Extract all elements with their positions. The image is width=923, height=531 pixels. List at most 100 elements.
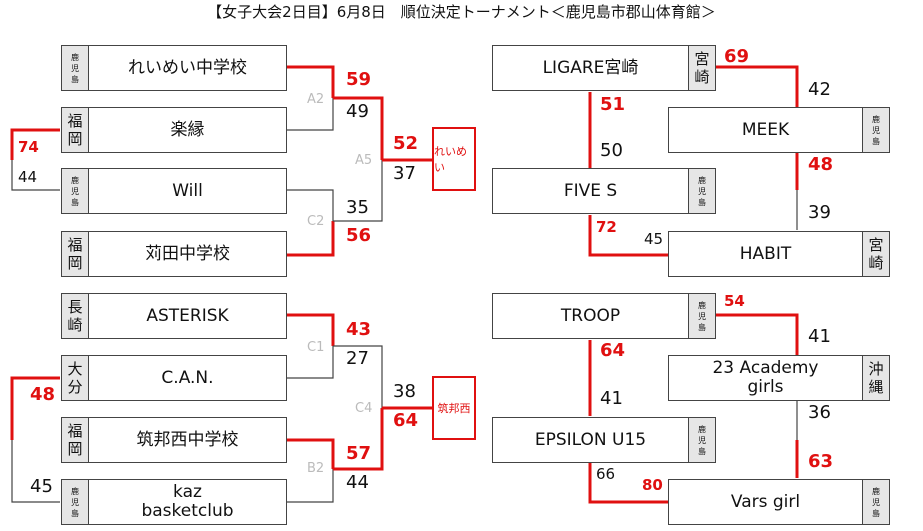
line-t3 <box>287 189 334 221</box>
score: 49 <box>346 101 369 122</box>
score: 64 <box>393 410 419 431</box>
score: 42 <box>808 79 831 100</box>
score: 45 <box>644 230 664 248</box>
pref-badge: 鹿児島 <box>62 169 89 213</box>
score: 50 <box>600 140 623 161</box>
line-t5 <box>287 313 335 346</box>
line-far-t6 <box>10 376 60 440</box>
score: 54 <box>724 292 745 310</box>
match-label: B2 <box>307 461 325 476</box>
team-box: 福岡 筑邦西中学校 <box>61 417 287 463</box>
pref-badge: 鹿児島 <box>688 418 715 462</box>
pref-badge: 宮崎 <box>688 46 715 90</box>
match-label: C1 <box>307 340 325 355</box>
score: 41 <box>600 388 623 409</box>
score: 74 <box>18 138 39 156</box>
team-box: 鹿児島 Vars girl <box>668 479 890 525</box>
score: 56 <box>346 225 372 246</box>
pref-badge: 宮崎 <box>862 232 889 276</box>
pref-badge: 福岡 <box>62 232 89 276</box>
score: 36 <box>808 402 831 423</box>
team-name: Will <box>172 180 203 201</box>
pref-badge: 鹿児島 <box>62 46 89 90</box>
line-t15-down <box>588 463 668 504</box>
pref-badge: 福岡 <box>62 108 89 152</box>
line-t9 <box>716 65 799 107</box>
line-far-t2 <box>10 128 60 160</box>
line-t2 <box>287 98 334 131</box>
team-name: MEEK <box>741 119 790 140</box>
score: 41 <box>808 326 831 347</box>
team-box: 宮崎 LIGARE宮崎 <box>492 45 716 91</box>
score: 57 <box>346 443 372 464</box>
pref-badge: 大分 <box>62 356 89 400</box>
score: 44 <box>346 472 369 493</box>
team-name: LIGARE宮崎 <box>542 57 639 78</box>
pref-badge: 鹿児島 <box>862 108 889 152</box>
line-t11-down <box>588 215 668 257</box>
team-box: 宮崎 HABIT <box>668 231 890 277</box>
team-box: 福岡 苅田中学校 <box>61 231 287 277</box>
score: 69 <box>724 46 750 67</box>
match-label: C4 <box>355 401 373 416</box>
team-box: 鹿児島 Will <box>61 168 287 214</box>
team-name: れいめい中学校 <box>128 57 247 78</box>
team-box: 鹿児島 EPSILON U15 <box>492 417 716 463</box>
team-name: C.A.N. <box>161 367 214 388</box>
line-t1 <box>287 65 335 98</box>
line-t13 <box>716 313 799 355</box>
team-box: 鹿児島 MEEK <box>668 107 890 153</box>
team-name: HABIT <box>739 243 792 264</box>
score: 43 <box>346 319 372 340</box>
winner-box: れいめい <box>432 127 476 191</box>
team-name: 楽縁 <box>170 119 205 140</box>
line-far-t8 <box>11 440 60 503</box>
score: 51 <box>600 94 626 115</box>
line-b2 <box>333 408 384 471</box>
match-label: A5 <box>355 153 373 168</box>
team-box: 鹿児島 kaz basketclub <box>61 479 287 525</box>
match-label: A2 <box>307 92 325 107</box>
team-box: 鹿児島 TROOP <box>492 293 716 339</box>
score: 80 <box>642 476 663 494</box>
team-box: 長崎 ASTERISK <box>61 293 287 339</box>
pref-badge: 鹿児島 <box>688 294 715 338</box>
team-name: 23 Academy girls <box>712 358 819 397</box>
score: 39 <box>808 202 831 223</box>
pref-badge: 福岡 <box>62 418 89 462</box>
pref-badge: 沖縄 <box>862 356 889 400</box>
score: 44 <box>18 168 38 186</box>
page-title: 【女子大会2日目】6月8日 順位決定トーナメント＜鹿児島市郡山体育館＞ <box>207 3 716 21</box>
score: 59 <box>346 69 372 90</box>
team-name: TROOP <box>560 305 621 326</box>
match-label: C2 <box>307 214 325 229</box>
pref-badge: 長崎 <box>62 294 89 338</box>
pref-badge: 鹿児島 <box>688 169 715 213</box>
score: 48 <box>808 154 834 175</box>
team-name: FIVE S <box>563 180 618 201</box>
score: 72 <box>596 218 617 236</box>
line-t7 <box>287 438 335 469</box>
line-far-t3 <box>11 160 60 191</box>
score: 52 <box>393 133 419 154</box>
winner-box: 筑邦西 <box>432 376 476 440</box>
score: 37 <box>393 163 416 184</box>
line-c1 <box>333 345 383 408</box>
team-name: EPSILON U15 <box>534 429 647 450</box>
pref-badge: 鹿児島 <box>62 480 89 524</box>
score: 63 <box>808 451 834 472</box>
team-box: 福岡 楽縁 <box>61 107 287 153</box>
team-box: 大分 C.A.N. <box>61 355 287 401</box>
team-name: 苅田中学校 <box>145 243 230 264</box>
team-name: Vars girl <box>730 491 801 512</box>
line-t4 <box>287 221 335 257</box>
score: 64 <box>600 340 626 361</box>
team-name: ASTERISK <box>146 305 229 326</box>
line-t8 <box>287 469 334 503</box>
line-a2 <box>333 96 384 160</box>
team-name: 筑邦西中学校 <box>136 429 239 450</box>
line-c2 <box>333 160 383 222</box>
team-name: kaz basketclub <box>141 482 234 521</box>
score: 38 <box>393 381 416 402</box>
